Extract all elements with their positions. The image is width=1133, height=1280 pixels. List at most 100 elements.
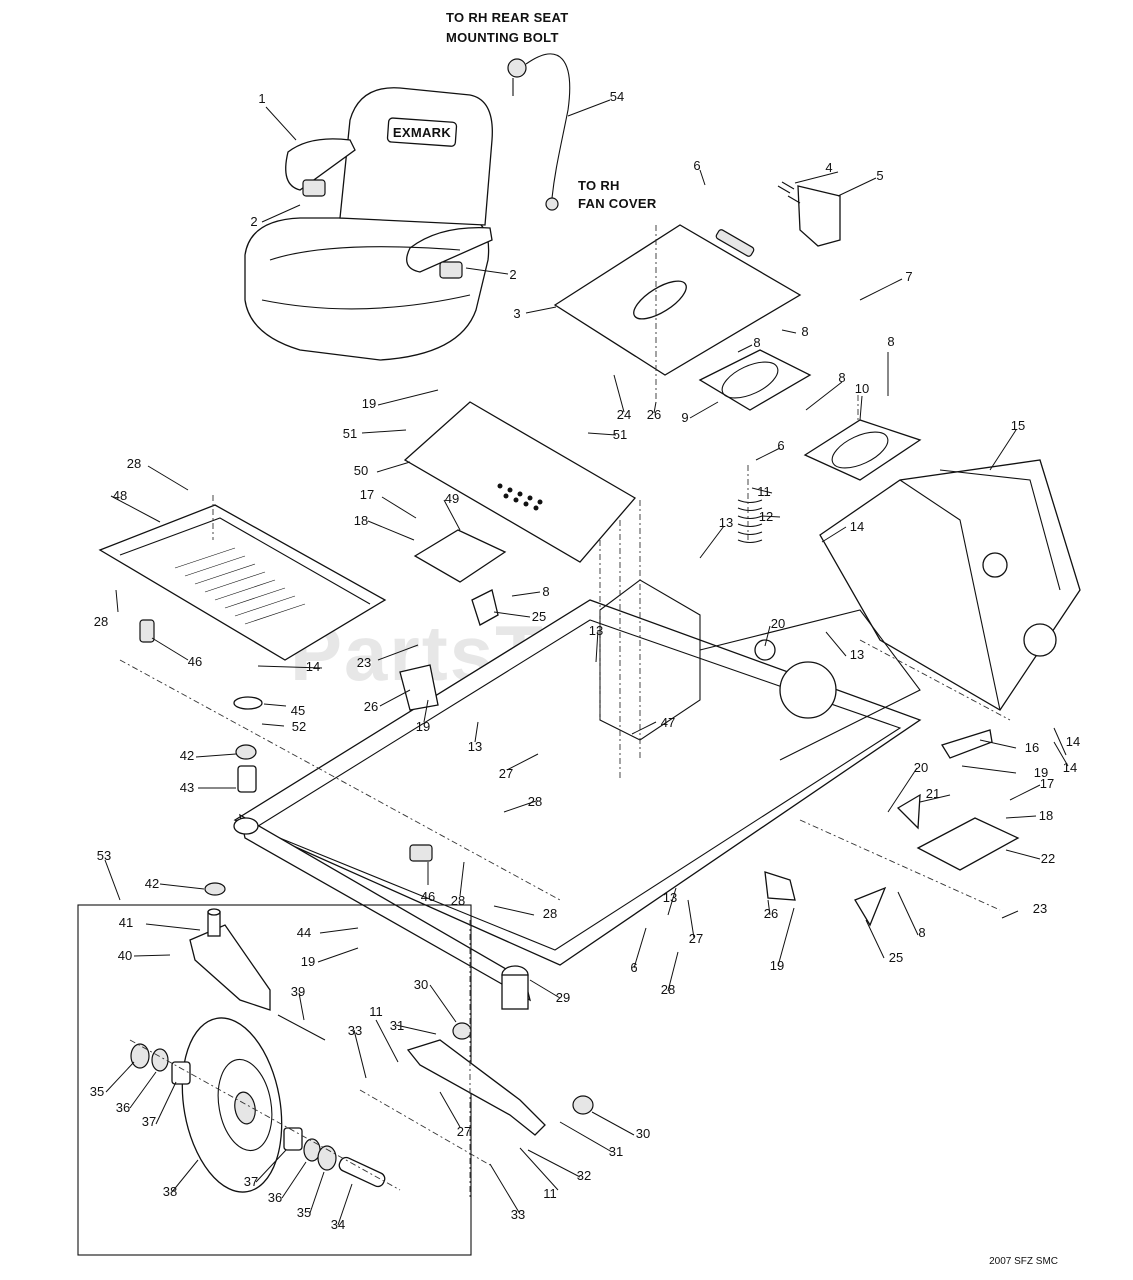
callout-19: 19 (1034, 765, 1048, 780)
callout-17: 17 (1040, 776, 1054, 791)
callout-33: 33 (511, 1207, 525, 1222)
callout-47: 47 (661, 715, 675, 730)
bolt-39 (277, 1014, 326, 1041)
callout-23: 23 (1033, 901, 1047, 916)
bushing-30a (452, 1022, 472, 1040)
plate-49 (413, 529, 507, 583)
callout-28: 28 (127, 456, 141, 471)
callout-48: 48 (113, 488, 127, 503)
callout-26: 26 (764, 906, 778, 921)
spacer-37a (171, 1061, 191, 1085)
callout-12: 12 (759, 509, 773, 524)
callout-8: 8 (801, 324, 808, 339)
callout-6: 6 (630, 960, 637, 975)
callout-29: 29 (556, 990, 570, 1005)
callout-51: 51 (343, 426, 357, 441)
callout-17: 17 (360, 487, 374, 502)
callout-38: 38 (163, 1184, 177, 1199)
annotation-seat-bolt-line1: TO RH REAR SEAT (446, 10, 568, 25)
callout-7: 7 (905, 269, 912, 284)
callout-15: 15 (1011, 418, 1025, 433)
bearing-35b (317, 1145, 337, 1171)
callout-54: 54 (610, 89, 624, 104)
callout-28: 28 (543, 906, 557, 921)
axle-34 (338, 1156, 386, 1188)
callout-39: 39 (291, 984, 305, 999)
callout-20: 20 (914, 760, 928, 775)
main-frame (233, 579, 922, 1010)
callout-13: 13 (468, 739, 482, 754)
callout-44: 44 (297, 925, 311, 940)
callout-25: 25 (532, 609, 546, 624)
callout-36: 36 (268, 1190, 282, 1205)
callout-13: 13 (589, 623, 603, 638)
plate-22 (916, 817, 1020, 871)
rollover-bar (819, 459, 1081, 711)
callout-26: 26 (364, 699, 378, 714)
callout-25: 25 (889, 950, 903, 965)
bearing-35a (130, 1043, 150, 1069)
callout-26: 26 (647, 407, 661, 422)
callout-16: 16 (1025, 740, 1039, 755)
callout-22: 22 (1041, 851, 1055, 866)
callout-2: 2 (509, 267, 516, 282)
callout-28: 28 (451, 893, 465, 908)
callout-27: 27 (499, 766, 513, 781)
callout-13: 13 (850, 647, 864, 662)
callout-50: 50 (354, 463, 368, 478)
callout-37: 37 (142, 1114, 156, 1129)
callout-30: 30 (414, 977, 428, 992)
seat: EXMARK (244, 87, 493, 361)
spacer-43 (237, 765, 257, 793)
control-panel (403, 401, 637, 563)
callout-8: 8 (887, 334, 894, 349)
assembly-centerlines (119, 225, 1011, 1200)
suspension-plate-9 (698, 349, 812, 411)
callout-14: 14 (1066, 734, 1080, 749)
callout-6: 6 (693, 158, 700, 173)
callout-23: 23 (357, 655, 371, 670)
bushing-42 (204, 882, 226, 896)
callout-45: 45 (291, 703, 305, 718)
callout-35: 35 (90, 1084, 104, 1099)
callout-53: 53 (97, 848, 111, 863)
bushing-42-top (235, 744, 257, 760)
callout-2: 2 (250, 214, 257, 229)
callout-13: 13 (663, 890, 677, 905)
callout-32: 32 (577, 1168, 591, 1183)
callout-46: 46 (188, 654, 202, 669)
callout-40: 40 (118, 948, 132, 963)
callout-33: 33 (348, 1023, 362, 1038)
callout-8: 8 (753, 335, 760, 350)
linkage-arm (406, 1039, 546, 1136)
leader-lines (104, 99, 1069, 1226)
callout-34: 34 (331, 1217, 345, 1232)
storage-tray (98, 504, 387, 661)
annotation-fan-cover-line2: FAN COVER (578, 196, 657, 211)
callout-8: 8 (918, 925, 925, 940)
callout-10: 10 (855, 381, 869, 396)
seat-plate (553, 224, 802, 376)
callout-20: 20 (771, 616, 785, 631)
callout-6: 6 (777, 438, 784, 453)
callout-14: 14 (850, 519, 864, 534)
callout-31: 31 (609, 1144, 623, 1159)
callout-1: 1 (258, 91, 265, 106)
callout-28: 28 (661, 982, 675, 997)
callout-28: 28 (528, 794, 542, 809)
callout-42: 42 (145, 876, 159, 891)
callout-11: 11 (543, 1186, 557, 1201)
seal-36a (151, 1048, 169, 1072)
seat-latch (777, 181, 841, 247)
callout-19: 19 (362, 396, 376, 411)
callout-31: 31 (390, 1018, 404, 1033)
callout-19: 19 (770, 958, 784, 973)
callout-52: 52 (292, 719, 306, 734)
callout-21: 21 (926, 786, 940, 801)
callout-42: 42 (180, 748, 194, 763)
annotation-seat-bolt-line2: MOUNTING BOLT (446, 30, 559, 45)
isolator-46-left (139, 619, 155, 643)
bracket-26b (764, 871, 796, 901)
callout-27: 27 (689, 931, 703, 946)
